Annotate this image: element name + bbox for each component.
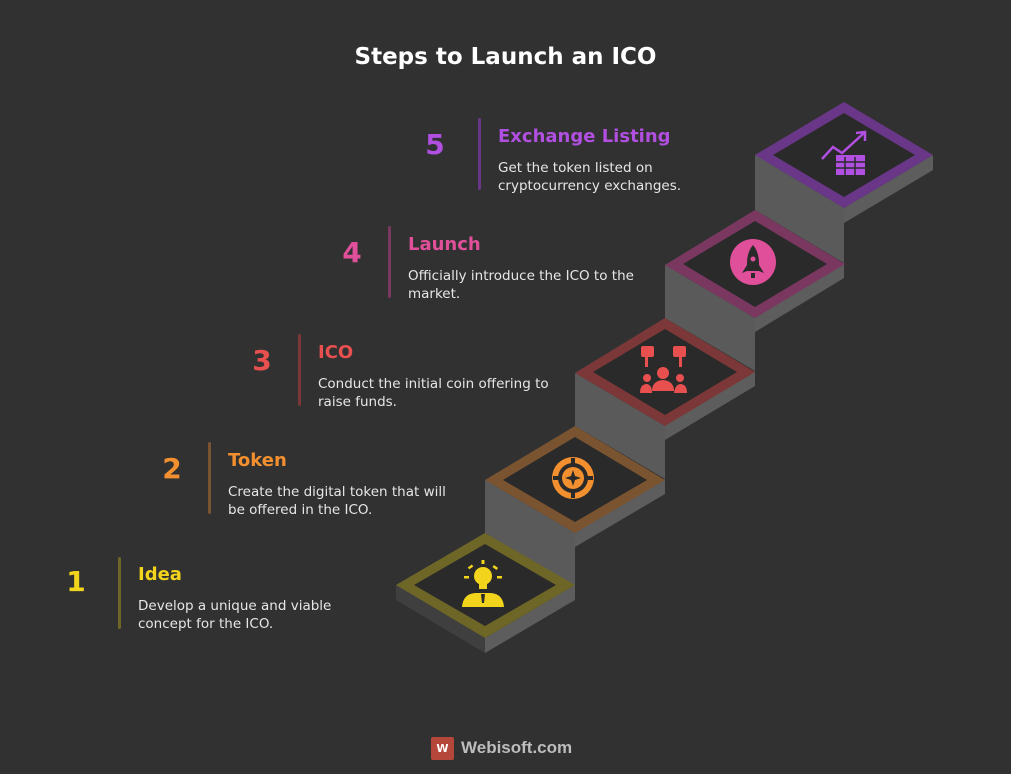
step-3-divider bbox=[298, 334, 301, 406]
stair-riser-4 bbox=[665, 265, 755, 371]
step-2-divider bbox=[208, 442, 211, 514]
step-2-number: 2 bbox=[162, 452, 182, 485]
step-4-label: Launch bbox=[408, 234, 481, 255]
step-4-description: Officially introduce the ICO to the mark… bbox=[408, 268, 634, 302]
webisoft-logo-icon: W bbox=[431, 736, 454, 760]
step-1-tile bbox=[396, 533, 575, 638]
step-1-number: 1 bbox=[66, 565, 86, 598]
stair-right-face bbox=[485, 155, 933, 653]
page-title: Steps to Launch an ICO bbox=[354, 44, 657, 70]
step-5-tile bbox=[755, 102, 933, 208]
rocket-icon bbox=[730, 239, 776, 285]
chart-up-table-icon bbox=[821, 130, 867, 175]
step-2-tile bbox=[485, 426, 665, 533]
stair-riser-3 bbox=[575, 373, 665, 479]
step-1-label: Idea bbox=[138, 564, 182, 585]
footer-brand: W Webisoft.com bbox=[431, 736, 572, 760]
crowd-raising-funds-icon bbox=[640, 346, 687, 393]
stair-riser-5 bbox=[755, 155, 844, 263]
step-3-tile bbox=[575, 318, 755, 426]
coin-wheel-icon bbox=[552, 457, 594, 499]
brand-name: Webisoft.com bbox=[461, 738, 573, 757]
step-2-description: Create the digital token that will be of… bbox=[228, 484, 446, 518]
step-5-divider bbox=[478, 118, 481, 190]
stair-riser-2 bbox=[485, 480, 575, 586]
step-1-description: Develop a unique and viable concept for … bbox=[138, 598, 332, 632]
step-1-divider bbox=[118, 557, 121, 629]
step-3-number: 3 bbox=[252, 344, 272, 377]
step-4-divider bbox=[388, 226, 391, 298]
step-4-number: 4 bbox=[342, 236, 362, 269]
step-3-label: ICO bbox=[318, 342, 354, 363]
step-3-description: Conduct the initial coin offering to rai… bbox=[318, 376, 549, 410]
stair-front-face bbox=[396, 585, 485, 653]
step-2-label: Token bbox=[228, 450, 287, 471]
step-5-label: Exchange Listing bbox=[498, 126, 671, 147]
step-5-number: 5 bbox=[425, 128, 445, 161]
lightbulb-person-icon bbox=[462, 560, 504, 607]
step-4-tile bbox=[665, 210, 845, 318]
step-5-description: Get the token listed on cryptocurrency e… bbox=[498, 160, 682, 194]
